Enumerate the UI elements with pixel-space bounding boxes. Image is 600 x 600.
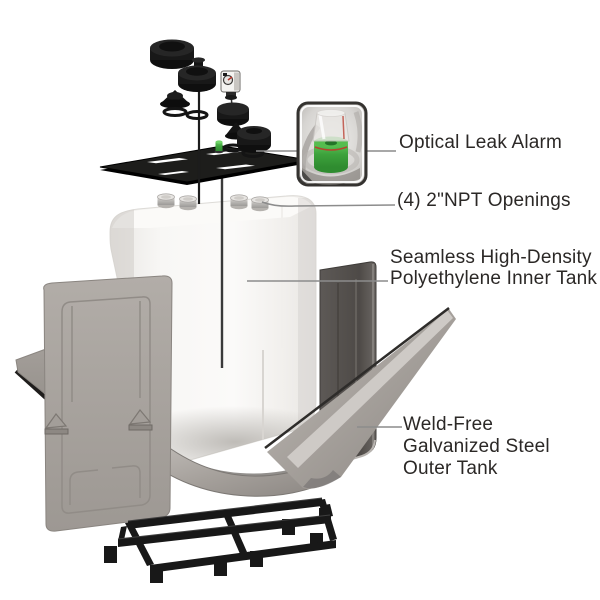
callout-npt-openings: (4) 2"NPT Openings bbox=[397, 190, 571, 211]
callout-outer-tank: Weld-Free Galvanized Steel Outer Tank bbox=[403, 414, 550, 479]
vent-boot bbox=[160, 90, 190, 109]
callout-optical-leak-alarm: Optical Leak Alarm bbox=[399, 132, 563, 153]
front-end-panel bbox=[43, 275, 173, 532]
fittings-exploded bbox=[150, 39, 271, 204]
panel-tab-left bbox=[44, 413, 69, 435]
callout-inner-tank: Seamless High-Density Polyethylene Inner… bbox=[390, 247, 598, 289]
npt-openings bbox=[157, 193, 269, 212]
leak-alarm-inset-photo bbox=[296, 101, 368, 187]
vent-cap bbox=[150, 39, 194, 69]
panel-tab-right bbox=[128, 409, 153, 431]
fill-cap bbox=[178, 57, 216, 92]
level-gauge bbox=[220, 70, 241, 108]
outer-wrap-right-wing bbox=[264, 307, 456, 489]
tank-lid bbox=[99, 145, 310, 185]
base-skid bbox=[104, 497, 337, 583]
pipe-bushings bbox=[217, 102, 271, 153]
leader-npt-openings bbox=[261, 201, 396, 207]
leak-alarm-sensor bbox=[214, 140, 224, 154]
